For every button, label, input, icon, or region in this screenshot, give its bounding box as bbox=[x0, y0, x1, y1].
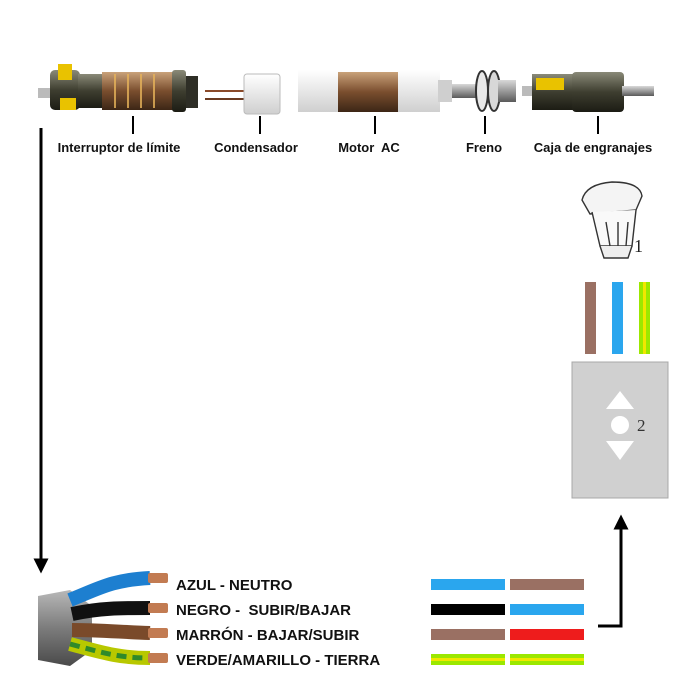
label-ac-motor: Motor AC bbox=[338, 140, 400, 155]
ac-motor-image bbox=[298, 70, 452, 112]
wire-label-black: NEGRO - SUBIR/BAJAR bbox=[176, 602, 351, 619]
plug-wire-earth-stripe bbox=[643, 282, 646, 354]
switch-number: 2 bbox=[637, 416, 646, 435]
swatch-1-right bbox=[510, 579, 584, 590]
swatch-2-right bbox=[510, 604, 584, 615]
swatch-2-left bbox=[431, 604, 505, 615]
label-gearbox: Caja de engranajes bbox=[534, 140, 653, 155]
wire-label-blue: AZUL - NEUTRO bbox=[176, 577, 293, 594]
wire-label-earth: VERDE/AMARILLO - TIERRA bbox=[176, 652, 380, 669]
plug-wires bbox=[585, 282, 650, 354]
brake-image bbox=[452, 70, 516, 112]
label-capacitor: Condensador bbox=[214, 140, 298, 155]
wire-color-swatches bbox=[431, 579, 584, 665]
gearbox-image bbox=[522, 72, 654, 112]
wire-label-brown: MARRÓN - BAJAR/SUBIR bbox=[176, 626, 360, 644]
label-brake: Freno bbox=[466, 140, 502, 155]
arrow-up-icon[interactable] bbox=[606, 391, 634, 409]
swatch-1-left bbox=[431, 579, 505, 590]
arrow-down-icon[interactable] bbox=[606, 441, 634, 460]
cable-image bbox=[38, 571, 168, 666]
plug-image bbox=[581, 181, 643, 259]
plug-number: 1 bbox=[634, 236, 643, 256]
component-ticks bbox=[132, 116, 599, 134]
swatch-3-left bbox=[431, 629, 505, 640]
capacitor-image bbox=[205, 73, 281, 115]
label-limit-switch: Interruptor de límite bbox=[58, 140, 181, 155]
swatch-4-right-stripe bbox=[510, 658, 584, 661]
plug-wire-blue bbox=[612, 282, 623, 354]
swatch-3-right bbox=[510, 629, 584, 640]
plug-wire-brown bbox=[585, 282, 596, 354]
flow-arrow-up bbox=[598, 514, 629, 628]
swatch-4-left-stripe bbox=[431, 658, 505, 661]
stop-circle-icon[interactable] bbox=[611, 416, 629, 434]
limit-switch-image bbox=[38, 64, 198, 112]
